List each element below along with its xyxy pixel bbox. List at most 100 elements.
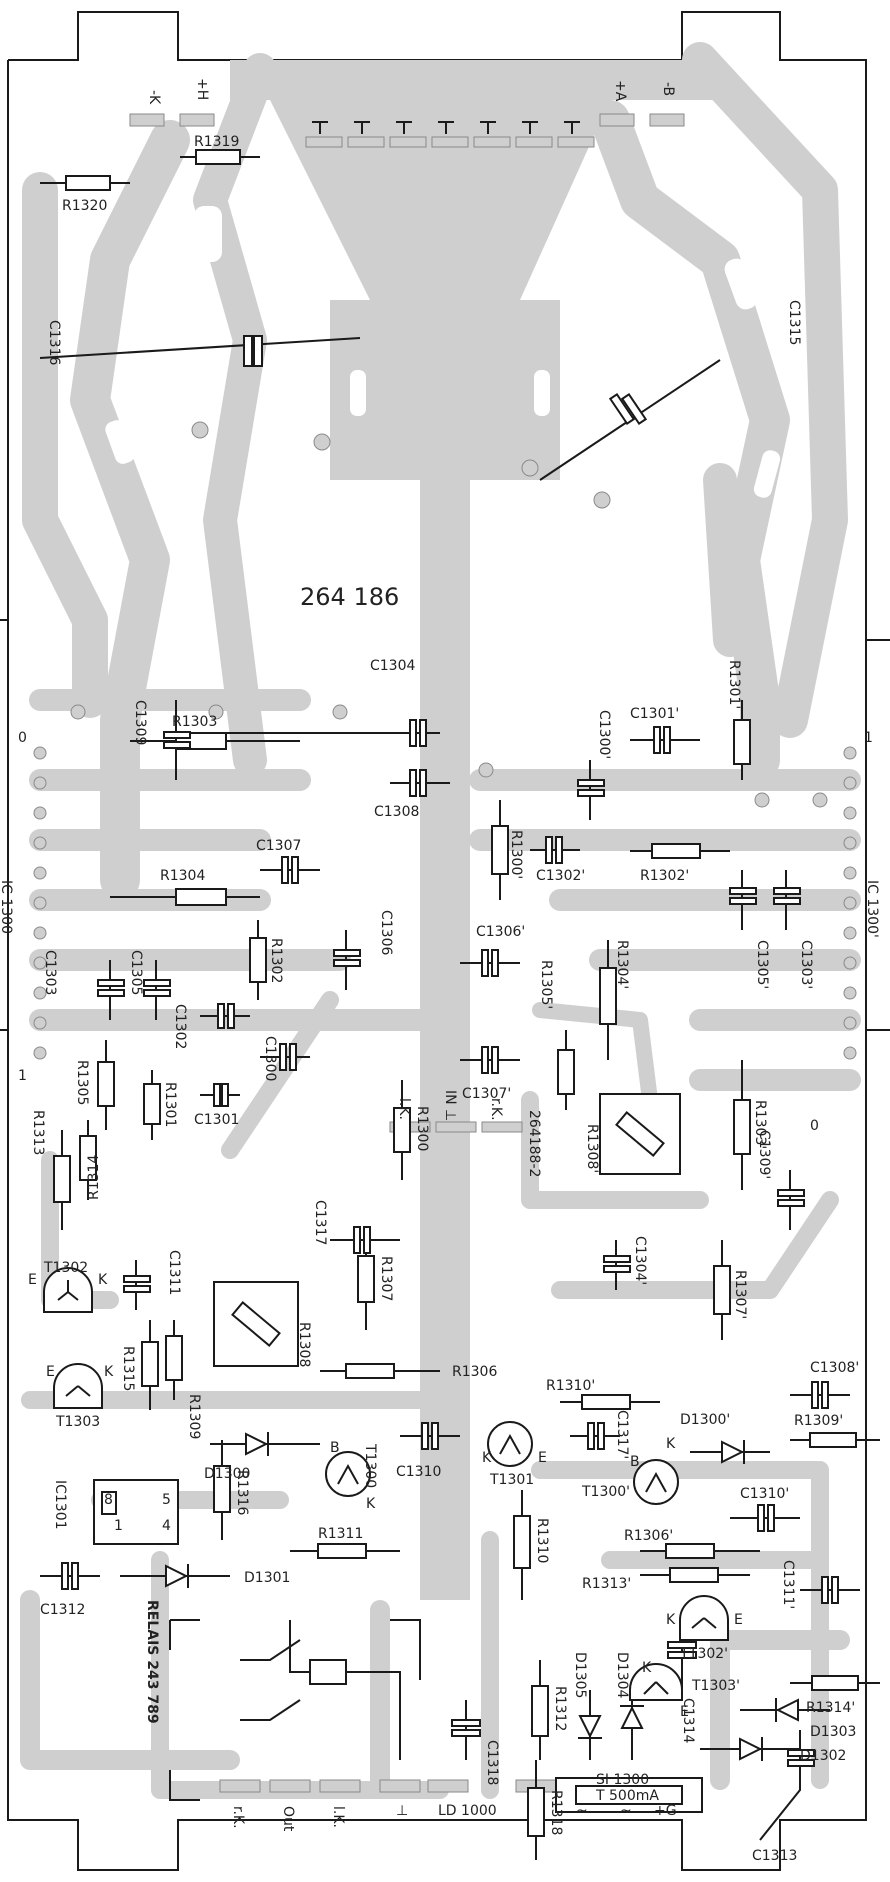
label-c1302p: C1302' <box>536 868 585 884</box>
resistor-r1313 <box>53 1130 71 1230</box>
label-r1300: R1300 <box>414 1106 430 1151</box>
label-r1302p: R1302' <box>640 868 689 884</box>
resistor-r1300 <box>393 1080 411 1180</box>
resistor-r1305p <box>557 1030 575 1110</box>
ic1301-package <box>93 1479 179 1545</box>
label-c1317p: C1317' <box>614 1410 630 1459</box>
relay-label: RELAIS 243 789 <box>144 1600 160 1724</box>
diodes <box>120 1432 830 1761</box>
label-c1315: C1315 <box>786 300 802 345</box>
label-r1315: R1315 <box>120 1346 136 1391</box>
pin-e-t1303p: E <box>680 1704 689 1720</box>
ic1300-right-label: IC 1300' <box>864 880 880 938</box>
label-c1305: C1305 <box>128 950 144 995</box>
label-c1304p: C1304' <box>632 1236 648 1285</box>
ground-symbols <box>312 121 580 134</box>
label-r1310p: R1310' <box>546 1378 595 1394</box>
pin-k-t1302p: K <box>666 1612 676 1628</box>
label-r1310: R1310 <box>534 1518 550 1563</box>
label-d1305: D1305 <box>572 1652 588 1698</box>
diode-d1300p <box>690 1440 770 1464</box>
label-r1313p: R1313' <box>582 1576 631 1592</box>
label-c1303: C1303 <box>42 950 58 995</box>
capacitor-c1303 <box>97 960 125 1020</box>
label-r1320: R1320 <box>62 198 107 214</box>
label-r1302: R1302 <box>268 938 284 983</box>
label-c1318: C1318 <box>484 1740 500 1785</box>
label-t1301: T1301 <box>489 1472 534 1488</box>
trimmer-r1308p <box>599 1093 681 1175</box>
label-fuse-rating: T 500mA <box>595 1788 659 1804</box>
resistors <box>40 149 880 1860</box>
capacitors <box>39 335 860 1841</box>
pin-k-t1301: K <box>482 1450 492 1466</box>
pin-left-1: 1 <box>18 1068 27 1084</box>
board-cutouts <box>105 206 781 498</box>
capacitor-c1306 <box>333 930 361 990</box>
label-c1308: C1308 <box>374 804 419 820</box>
capacitor-c1300p <box>577 760 605 820</box>
resistor-r1314 <box>79 1120 97 1200</box>
ic-pin-rows <box>33 746 857 1060</box>
capacitor-c1300 <box>260 1043 310 1071</box>
label-c1301: C1301 <box>194 1112 239 1128</box>
capacitor-c1307 <box>260 856 320 884</box>
capacitor-c1318 <box>451 1700 481 1760</box>
label-c1316: C1316 <box>46 320 62 365</box>
pin-left-0: 0 <box>18 730 27 746</box>
capacitor-c1310p <box>730 1504 800 1532</box>
label-si1300: SI 1300 <box>596 1772 649 1788</box>
label-r1308: R1308 <box>296 1322 312 1367</box>
label-r1312: R1312 <box>552 1686 568 1731</box>
transistor-t1303 <box>53 1363 103 1409</box>
label-r1309p: R1309' <box>794 1413 843 1429</box>
board-number: 264 186 <box>300 583 399 611</box>
label-c1317: C1317 <box>312 1200 328 1245</box>
resistor-r1302 <box>249 920 267 1000</box>
label-t1302p: T1302' <box>679 1646 728 1662</box>
label-c1303p: C1303' <box>798 940 814 989</box>
pin-k-t1300p: K <box>666 1436 676 1452</box>
diode-d1303 <box>740 1698 830 1722</box>
right-pin-row <box>843 746 857 1060</box>
label-r1318: R1318 <box>548 1790 564 1835</box>
label-c1302: C1302 <box>172 1004 188 1049</box>
conn-top-a: +A <box>612 80 628 102</box>
pin-ic-1: 1 <box>114 1518 123 1534</box>
resistor-r1320 <box>40 175 130 191</box>
board-outline <box>0 11 890 1871</box>
label-c1308p: C1308' <box>810 1360 859 1376</box>
conn-bottom-ac2: ~ <box>620 1803 632 1819</box>
capacitor-c1306p <box>460 949 520 977</box>
pin-b-t1300: B <box>330 1440 340 1456</box>
pin-ic-5: 5 <box>162 1492 171 1508</box>
conn-bottom-gnd: ⊥ <box>396 1803 408 1819</box>
mirror-text: 264188-2 <box>526 1110 542 1177</box>
label-r1309: R1309 <box>186 1394 202 1439</box>
label-c1310p: C1310' <box>740 1486 789 1502</box>
top-connector-pads <box>129 113 685 148</box>
capacitor-c1316 <box>39 335 361 367</box>
conn-bottom-out: Out <box>280 1806 296 1832</box>
label-c1306: C1306 <box>378 910 394 955</box>
label-c1311: C1311 <box>166 1250 182 1295</box>
capacitor-c1305 <box>143 960 171 1020</box>
pin-e-t1302p: E <box>734 1612 743 1628</box>
pin-ic-8: 8 <box>104 1492 113 1508</box>
label-r1314: R1314 <box>86 1155 102 1200</box>
capacitor-c1308p <box>790 1381 850 1409</box>
fuse-si1300 <box>555 1777 703 1813</box>
label-c1310: C1310 <box>396 1464 441 1480</box>
conn-bottom-ld: LD 1000 <box>438 1803 497 1819</box>
pin-b-t1300p: B <box>630 1454 640 1470</box>
label-c1300p: C1300' <box>596 710 612 759</box>
labels: 264 186 264188-2 RELAIS 243 789 -K +H +A… <box>0 78 880 1864</box>
capacitor-c1309 <box>163 700 191 780</box>
resistor-r1303 <box>130 732 300 750</box>
capacitor-c1308 <box>390 769 450 797</box>
label-c1312: C1312 <box>40 1602 85 1618</box>
resistor-r1306 <box>320 1363 440 1379</box>
center-pad-in: IN ⊥ <box>442 1090 458 1121</box>
pin-e-t1302: E <box>28 1272 37 1288</box>
